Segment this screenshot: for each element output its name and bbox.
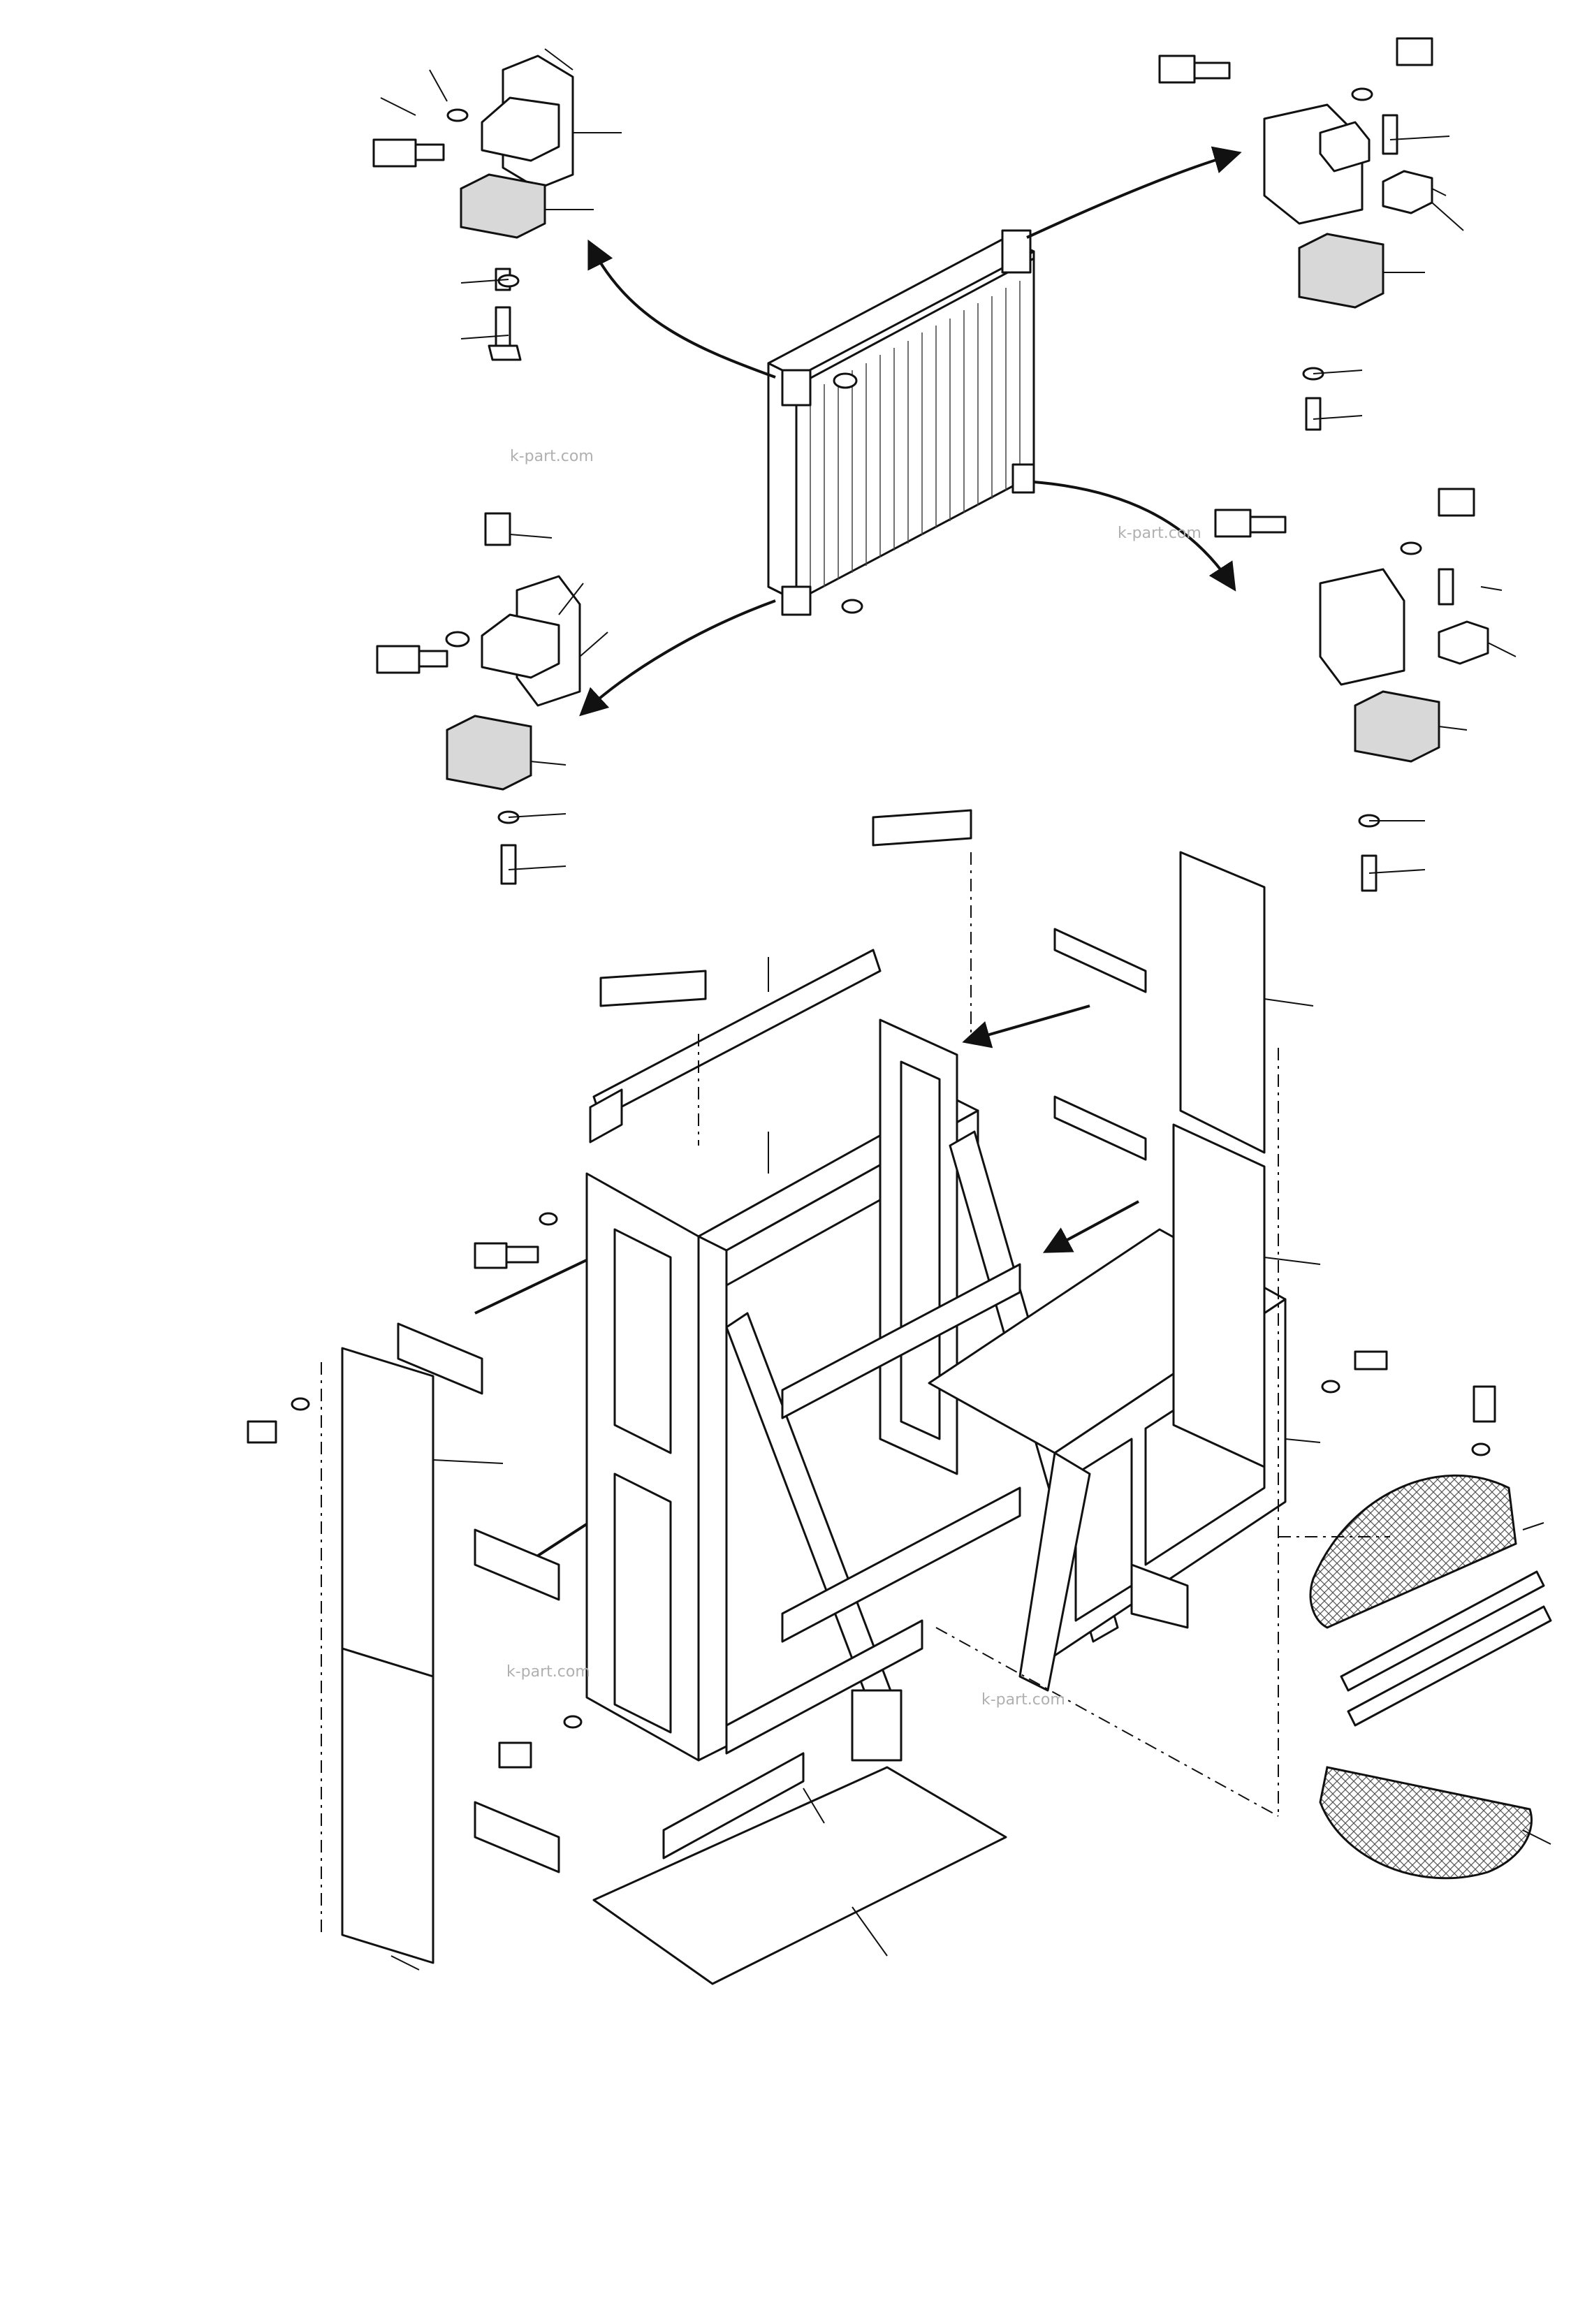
right-side-plates (1053, 851, 1266, 1468)
mount-assembly-bottom-left (376, 512, 581, 885)
center-lines (321, 852, 1390, 1935)
leader-lines (380, 48, 1551, 1971)
watermark: k-part.com (981, 1691, 1065, 1709)
fan-guard (1309, 1474, 1552, 1880)
watermark: k-part.com (506, 1663, 590, 1681)
watermark: k-part.com (510, 448, 594, 465)
mount-assembly-top-right (1158, 37, 1433, 431)
radiator-core (767, 229, 1035, 616)
left-side-plates (341, 1322, 560, 1964)
bolts-and-washers (247, 1212, 1496, 1769)
watermark: k-part.com (1118, 525, 1201, 542)
mount-assembly-bottom-right (1214, 488, 1489, 892)
mount-assembly-top-left (372, 54, 574, 361)
